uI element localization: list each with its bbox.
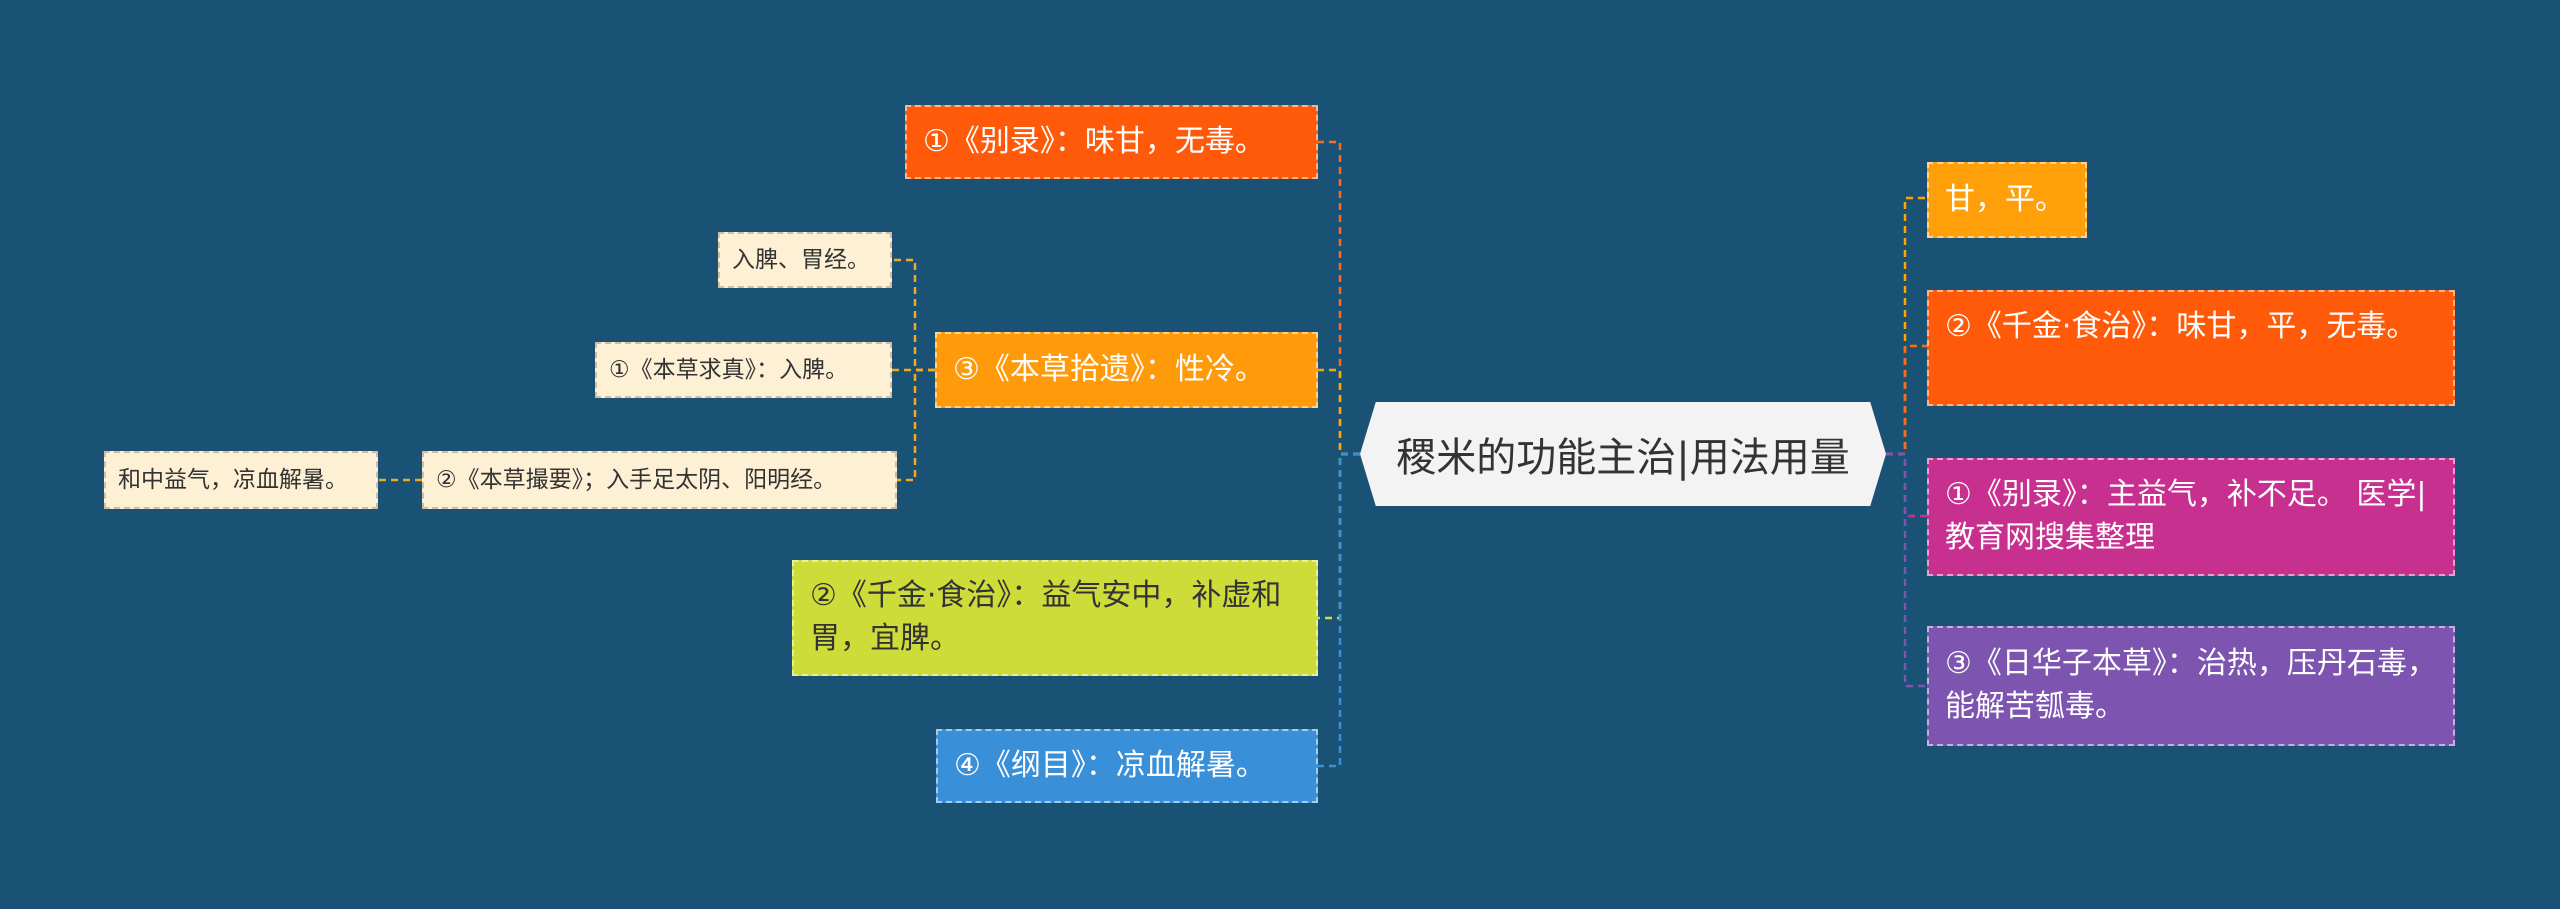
root-topic[interactable]: 稷米的功能主治|用法用量 — [1360, 402, 1886, 506]
subtopic-cuoyao-child[interactable]: 和中益气，凉血解暑。 — [104, 451, 378, 509]
connector-cuoyao — [897, 368, 935, 482]
topic-label: ①《别录》：味甘，无毒。 — [923, 123, 1265, 159]
topic-shiyi[interactable]: ③《本草拾遗》：性冷。 — [935, 332, 1318, 408]
subtopic-label: 入脾、胃经。 — [732, 246, 870, 273]
subtopic-label: 和中益气，凉血解暑。 — [118, 466, 348, 493]
topic-label: ③《日华子本草》：治热，压丹石毒，能解苦瓠毒。 — [1945, 646, 2437, 724]
subtopic-label: ①《本草求真》：入脾。 — [609, 356, 849, 383]
topic-ganping[interactable]: 甘，平。 — [1927, 162, 2087, 238]
topic-label: 甘，平。 — [1945, 181, 2065, 217]
subtopic-qiuzhen[interactable]: ①《本草求真》：入脾。 — [595, 342, 892, 398]
topic-label: ①《别录》：主益气，补不足。 医学|教育网搜集整理 — [1945, 477, 2427, 555]
topic-gangmu[interactable]: ④《纲目》：凉血解暑。 — [936, 729, 1318, 803]
topic-qianjin-right[interactable]: ②《千金·食治》：味甘，平，无毒。 — [1927, 290, 2455, 406]
connector-rupi — [892, 258, 935, 372]
connector-bielu-right — [1886, 452, 1927, 518]
connector-ganping — [1886, 196, 1927, 456]
connector-shiyi — [1318, 368, 1360, 456]
topic-rihuazi[interactable]: ③《日华子本草》：治热，压丹石毒，能解苦瓠毒。 — [1927, 626, 2455, 746]
connector-qianjin-right — [1886, 344, 1927, 456]
connector-gangmu — [1318, 452, 1360, 768]
topic-label: ②《千金·食治》：味甘，平，无毒。 — [1945, 309, 2417, 344]
topic-bielu-right[interactable]: ①《别录》：主益气，补不足。 医学|教育网搜集整理 — [1927, 458, 2455, 576]
connector-rihuazi — [1886, 452, 1927, 688]
topic-label: ④《纲目》：凉血解暑。 — [954, 747, 1266, 783]
topic-label: ②《千金·食治》：益气安中，补虚和胃，宜脾。 — [810, 578, 1282, 656]
topic-bielu-left[interactable]: ①《别录》：味甘，无毒。 — [905, 105, 1318, 179]
subtopic-rupi[interactable]: 入脾、胃经。 — [718, 232, 892, 288]
subtopic-cuoyao[interactable]: ②《本草撮要》；入手足太阴、阳明经。 — [422, 451, 897, 509]
topic-qianjin-left[interactable]: ②《千金·食治》：益气安中，补虚和胃，宜脾。 — [792, 560, 1318, 676]
root-topic-label: 稷米的功能主治|用法用量 — [1396, 435, 1850, 481]
connector-bielu-left — [1318, 140, 1360, 456]
subtopic-label: ②《本草撮要》；入手足太阴、阳明经。 — [436, 466, 837, 493]
topic-label: ③《本草拾遗》：性冷。 — [953, 351, 1265, 387]
